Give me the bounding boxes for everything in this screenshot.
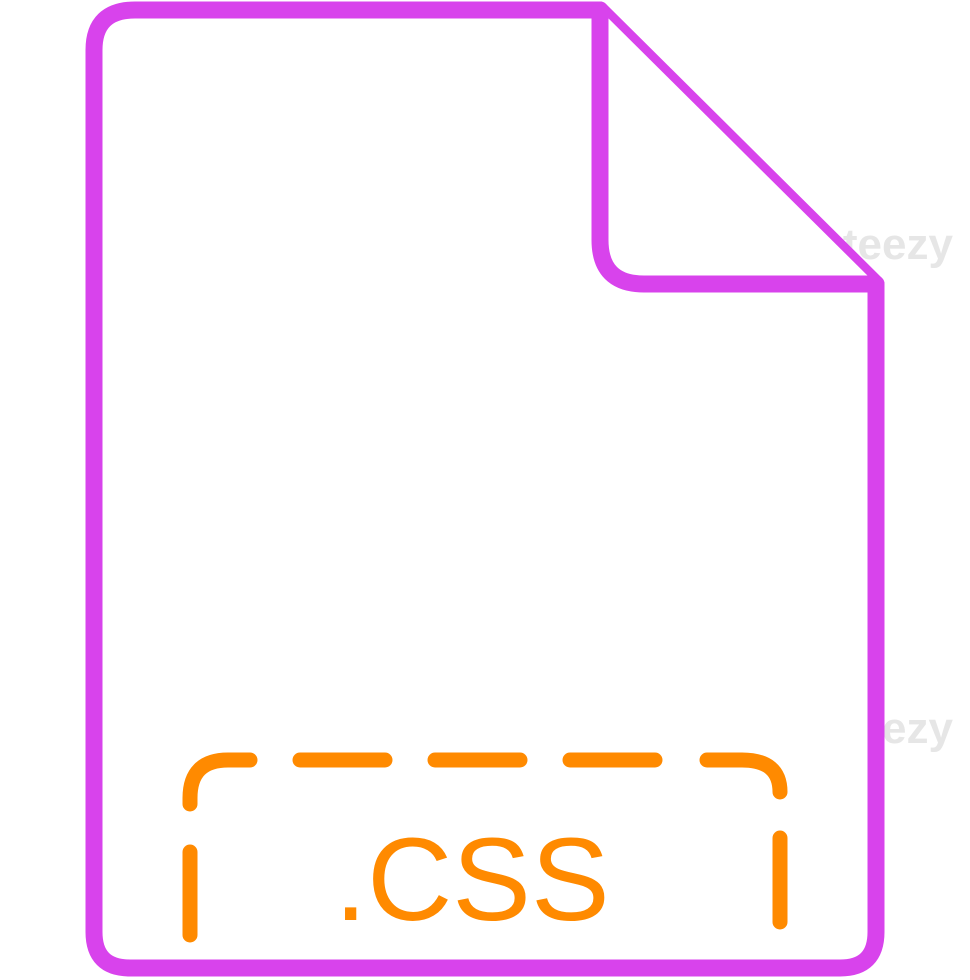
file-extension-label: .CSS — [334, 814, 609, 946]
bracket-top-left-corner — [182, 752, 258, 812]
bracket-top-right-corner — [699, 752, 788, 800]
folded-corner-icon — [591, 1, 885, 293]
dashed-bracket-frame — [182, 752, 788, 943]
